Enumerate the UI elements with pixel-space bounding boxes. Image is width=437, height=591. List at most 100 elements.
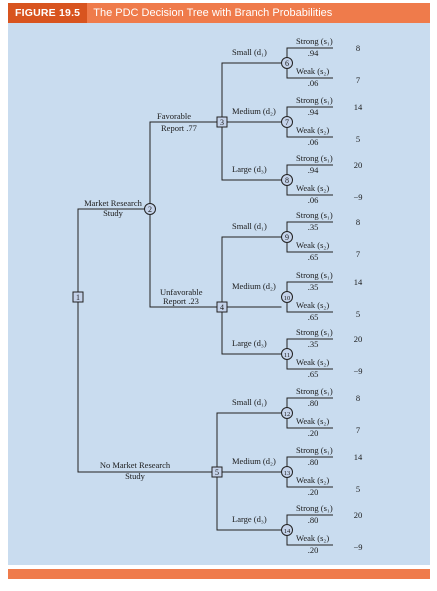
chance-node-8-label: 8: [285, 176, 289, 185]
chance-node-12: [281, 407, 293, 419]
outcome-strong: Strong (s₁): [296, 36, 333, 46]
state-branch-strong-1: [286, 106, 333, 117]
prob-strong: .80: [308, 457, 319, 467]
plant-label-1: Medium (d₂): [232, 106, 276, 116]
outcome-strong: Strong (s₁): [296, 270, 333, 280]
payoff-strong: 14: [354, 452, 363, 462]
prob-strong: .80: [308, 515, 319, 525]
payoff-weak: 7: [356, 425, 360, 435]
figure-title: The PDC Decision Tree with Branch Probab…: [93, 7, 333, 19]
payoff-strong: 20: [354, 334, 363, 344]
payoff-strong: 20: [354, 160, 363, 170]
payoff-strong: 14: [354, 102, 363, 112]
state-branch-strong-6: [286, 397, 333, 408]
state-branch-weak-6: [286, 418, 333, 429]
outcome-weak: Weak (s₂): [296, 533, 329, 543]
plant-branch-bottom-1: [221, 312, 282, 355]
decision-node-4: [216, 301, 228, 313]
payoff-strong: 14: [354, 277, 363, 287]
prob-weak: .65: [308, 312, 319, 322]
plant-branch-bottom-2: [216, 477, 282, 531]
state-branch-weak-0: [286, 68, 333, 79]
outcome-weak: Weak (s₂): [296, 66, 329, 76]
chance-node-14: [281, 524, 293, 536]
payoff-strong: 8: [356, 217, 360, 227]
payoff-weak: 7: [356, 249, 360, 259]
state-branch-strong-5: [286, 338, 333, 349]
outcome-weak: Weak (s₂): [296, 357, 329, 367]
payoff-strong: 8: [356, 43, 360, 53]
chance-node-2-label: 2: [148, 205, 152, 214]
payoff-weak: −9: [353, 542, 362, 552]
plant-branch-top-2: [216, 412, 282, 467]
outcome-strong: Strong (s₁): [296, 153, 333, 163]
state-branch-strong-3: [286, 221, 333, 232]
state-branch-weak-2: [286, 185, 333, 196]
payoff-strong: 8: [356, 393, 360, 403]
chance-node-10: [281, 291, 293, 303]
prob-strong: .35: [308, 339, 319, 349]
plant-label-0: Small (d₁): [232, 397, 267, 407]
chance-node-11-label: 11: [284, 352, 290, 359]
plant-label-1: Medium (d₂): [232, 281, 276, 291]
state-branch-strong-8: [286, 514, 333, 525]
prob-strong: .94: [308, 48, 319, 58]
outcome-weak: Weak (s₂): [296, 240, 329, 250]
state-branch-strong-0: [286, 47, 333, 58]
branch-unfavorable: [149, 214, 217, 308]
chance-node-6-label: 6: [285, 59, 289, 68]
decision-node-3-label: 3: [220, 118, 224, 127]
prob-strong: .35: [308, 282, 319, 292]
chance-node-8: [281, 174, 293, 186]
state-branch-weak-8: [286, 535, 333, 546]
figure-label: FIGURE 19.5: [8, 3, 88, 23]
plant-label-2: Large (d₃): [232, 514, 267, 524]
decision-node-3: [216, 116, 228, 128]
chance-node-6: [281, 57, 293, 69]
chance-node-2: [144, 203, 156, 215]
state-branch-weak-7: [286, 477, 333, 488]
state-branch-strong-7: [286, 456, 333, 467]
chance-node-14-label: 14: [284, 528, 291, 535]
prob-weak: .06: [308, 78, 319, 88]
plant-label-2: Large (d₃): [232, 164, 267, 174]
payoff-weak: −9: [353, 366, 362, 376]
prob-weak: .06: [308, 137, 319, 147]
chance-node-7: [281, 116, 293, 128]
prob-weak: .20: [308, 545, 319, 555]
label-favorable: Favorable: [157, 111, 191, 121]
outcome-weak: Weak (s₂): [296, 183, 329, 193]
chance-node-9-label: 9: [285, 233, 289, 242]
figure-header: FIGURE 19.5 The PDC Decision Tree with B…: [8, 3, 430, 23]
prob-weak: .65: [308, 252, 319, 262]
payoff-weak: 5: [356, 309, 360, 319]
label-no-study: Study: [125, 471, 146, 481]
state-branch-weak-5: [286, 359, 333, 370]
outcome-weak: Weak (s₂): [296, 300, 329, 310]
prob-weak: .06: [308, 195, 319, 205]
payoff-weak: 5: [356, 134, 360, 144]
label-unfavorable: Unfavorable: [160, 287, 203, 297]
plant-label-0: Small (d₁): [232, 47, 267, 57]
outcome-strong: Strong (s₁): [296, 503, 333, 513]
chance-node-7-label: 7: [285, 118, 289, 127]
plant-branch-top-1: [221, 236, 282, 302]
plant-branch-bottom-0: [221, 127, 282, 181]
state-branch-weak-4: [286, 302, 333, 313]
branch-favorable: [149, 121, 217, 204]
plant-branch-top-0: [221, 62, 282, 117]
outcome-strong: Strong (s₁): [296, 445, 333, 455]
prob-strong: .94: [308, 165, 319, 175]
chance-node-11: [281, 348, 293, 360]
chance-node-13: [281, 466, 293, 478]
prob-strong: .35: [308, 222, 319, 232]
outcome-strong: Strong (s₁): [296, 95, 333, 105]
label-study: Study: [103, 208, 124, 218]
state-branch-weak-3: [286, 242, 333, 253]
chance-node-9: [281, 231, 293, 243]
state-branch-weak-1: [286, 127, 333, 138]
label-unfavorable-prob: Report .23: [163, 296, 199, 306]
prob-weak: .20: [308, 428, 319, 438]
